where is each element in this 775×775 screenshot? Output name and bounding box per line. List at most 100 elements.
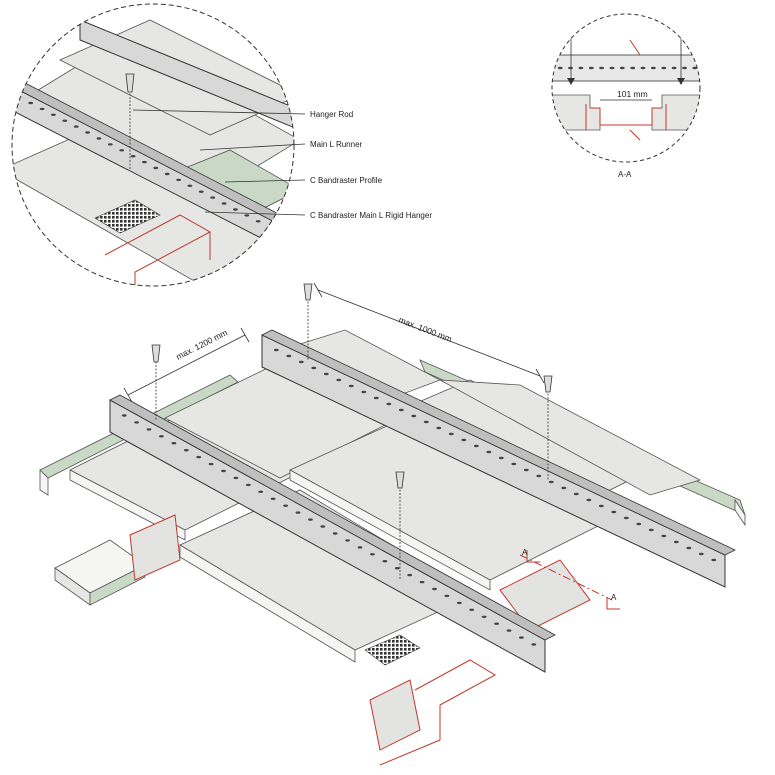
runner-slot xyxy=(673,540,679,544)
runner-slot xyxy=(187,184,193,187)
runner-slot xyxy=(630,66,636,70)
runner-slot xyxy=(648,528,654,532)
runner-slot xyxy=(548,480,554,484)
runner-slot xyxy=(411,414,417,418)
runner-slot xyxy=(619,66,625,70)
runner-slot xyxy=(298,360,304,364)
runner-slot xyxy=(221,202,227,205)
runner-slot xyxy=(295,511,301,514)
runner-slot xyxy=(267,226,272,229)
callout-main-l-runner: Main L Runner xyxy=(199,140,363,151)
runner-slot xyxy=(407,573,413,577)
section-caption: A-A xyxy=(618,170,632,179)
runner-slot xyxy=(398,408,404,412)
runner-slot xyxy=(386,402,392,406)
runner-slot xyxy=(423,420,429,424)
runner-slot xyxy=(692,66,698,70)
runner-slot xyxy=(382,560,388,563)
runner-slot xyxy=(461,438,467,442)
runner-slot xyxy=(320,525,326,528)
runner-slot xyxy=(671,66,677,70)
runner-slot xyxy=(373,396,379,400)
runner-slot xyxy=(711,558,717,562)
runner-slot xyxy=(370,553,375,556)
runner-slot xyxy=(107,143,113,146)
dimension-label-1200: max. 1200 mm xyxy=(174,327,229,361)
runner-slot xyxy=(357,546,363,549)
callout-label-c-bandraster-profile: C Bandraster Profile xyxy=(310,176,383,185)
runner-slot xyxy=(361,390,367,394)
runner-slot xyxy=(498,456,504,460)
runner-slot xyxy=(682,66,687,70)
detail-runner-back xyxy=(79,19,294,131)
runner-slot xyxy=(348,384,354,388)
runner-slot xyxy=(494,622,499,625)
runner-slot xyxy=(39,107,45,111)
runner-slot xyxy=(345,539,350,542)
callout-c-bandraster-profile: C Bandraster Profile xyxy=(224,176,383,185)
callout-hanger-rod: Hanger Rod xyxy=(132,109,353,119)
callout-label-hanger-rod: Hanger Rod xyxy=(310,110,353,119)
runner-slot xyxy=(469,608,475,611)
detail-mesh xyxy=(94,199,161,234)
runner-slot xyxy=(578,66,584,70)
runner-slot xyxy=(164,172,170,176)
section-dimension-label: 101 mm xyxy=(617,89,648,99)
section-marker-a-2: A xyxy=(611,593,617,602)
runner-slot xyxy=(486,450,492,454)
runner-slot xyxy=(557,66,563,70)
runner-slot xyxy=(208,462,214,466)
loose-c-channel xyxy=(54,539,146,606)
runner-slot xyxy=(233,208,238,211)
runner-slot xyxy=(96,137,102,140)
runner-slot xyxy=(308,518,313,521)
runner-slot xyxy=(448,432,454,436)
runner-slot xyxy=(686,546,692,550)
runner-slot xyxy=(258,490,264,493)
runner-slot xyxy=(419,580,425,584)
runner-slot xyxy=(73,125,79,128)
section-markers: A A xyxy=(522,548,620,610)
runner-slot xyxy=(481,615,487,618)
runner-slot xyxy=(561,486,567,490)
runner-slot xyxy=(221,469,226,473)
runner-slot xyxy=(536,474,542,478)
runner-slot xyxy=(444,594,450,598)
runner-slot xyxy=(336,378,342,382)
callout-c-bandraster-rigid-hanger: C Bandraster Main L Rigid Hanger xyxy=(204,211,432,220)
runner-slot xyxy=(394,567,400,570)
runner-slot xyxy=(332,532,338,535)
runner-slot xyxy=(456,601,462,605)
runner-slot xyxy=(51,113,56,117)
hanger-rod-3 xyxy=(543,375,553,480)
runner-slot xyxy=(599,66,604,70)
runner-slot xyxy=(289,237,294,241)
callout-label-c-bandraster-rigid-hanger: C Bandraster Main L Rigid Hanger xyxy=(310,211,432,220)
runner-slot xyxy=(210,196,216,199)
runner-slot xyxy=(323,372,329,376)
runner-slot xyxy=(176,178,182,182)
runner-slot xyxy=(519,636,524,639)
runner-slot xyxy=(531,643,537,646)
runner-slot xyxy=(661,534,667,538)
section-circle-outline xyxy=(551,13,701,163)
runner-slot xyxy=(142,160,147,164)
runner-slot xyxy=(255,220,261,223)
main-assembly: A A xyxy=(39,282,746,766)
runner-slot xyxy=(245,483,251,487)
hanger-rod-2 xyxy=(303,283,313,360)
runner-slot xyxy=(273,348,279,352)
runner-slot xyxy=(134,421,140,424)
runner-slot xyxy=(159,435,164,438)
runner-slot xyxy=(121,414,127,417)
runner-slot xyxy=(609,66,615,70)
detail-zoom: Hanger Rod Main L Runner C Bandraster Pr… xyxy=(11,3,432,287)
runner-slot xyxy=(153,166,159,170)
runner-slot xyxy=(244,214,250,217)
dimension-label-1000: max. 1000 mm xyxy=(397,315,453,344)
runner-slot xyxy=(598,504,604,508)
runner-slot xyxy=(436,426,442,430)
main-runner-back xyxy=(261,329,736,588)
runner-slot xyxy=(278,231,284,235)
runner-slot xyxy=(573,492,579,496)
